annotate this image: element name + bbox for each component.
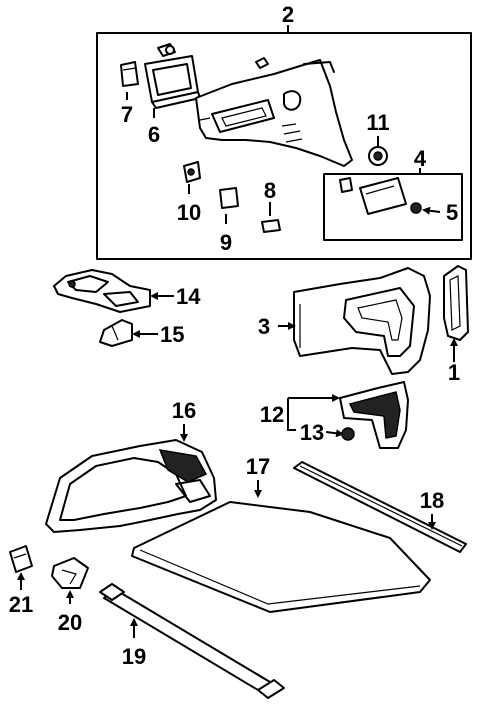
leader-arrows — [17, 206, 458, 636]
part-7-clip — [120, 61, 139, 100]
group-box-2 — [96, 25, 472, 260]
part-14-tray — [53, 269, 151, 313]
part-15-bracket — [99, 319, 133, 347]
part-11-knob — [368, 136, 388, 166]
callout-1: 1 — [448, 360, 460, 385]
part-1-pillar-trim — [443, 265, 469, 341]
callout-15: 15 — [160, 322, 184, 347]
part-16-wheelhouse-trim — [45, 424, 217, 533]
callout-11: 11 — [366, 110, 389, 135]
part-3-side-panel — [293, 267, 431, 375]
callout-8: 8 — [264, 178, 276, 203]
callout-14: 14 — [176, 284, 201, 309]
callout-2: 2 — [282, 2, 294, 27]
part-10-clip — [183, 161, 201, 194]
part-12-lower-trim — [287, 381, 409, 449]
part-9-block — [219, 187, 239, 224]
callout-12: 12 — [260, 402, 284, 427]
screw-top-center — [255, 57, 269, 69]
callout-3: 3 — [258, 314, 270, 339]
part-4-subgroup — [323, 168, 463, 241]
callout-4: 4 — [414, 146, 427, 171]
callout-10: 10 — [177, 200, 201, 225]
callout-20: 20 — [58, 610, 82, 635]
callout-13: 13 — [300, 420, 324, 445]
callout-19: 19 — [122, 644, 146, 669]
callout-9: 9 — [220, 230, 232, 255]
callout-21: 21 — [9, 592, 33, 617]
quarter-trim-panel — [195, 59, 353, 167]
part-20-cap — [51, 557, 89, 604]
part-6-bracket — [144, 43, 201, 118]
callout-16: 16 — [172, 398, 196, 423]
callout-5: 5 — [446, 200, 458, 225]
screw-top-left — [165, 45, 175, 55]
callout-6: 6 — [148, 122, 160, 147]
callout-18: 18 — [420, 488, 444, 513]
part-13-fastener — [341, 427, 355, 441]
part-19-cargo-cover — [99, 583, 285, 699]
part-8-plug — [261, 202, 281, 233]
part-17-floor-mat — [131, 480, 431, 613]
callout-17: 17 — [246, 454, 270, 479]
callout-labels: 2 7 6 11 4 8 10 5 9 14 15 3 1 12 13 16 1… — [9, 2, 460, 669]
callout-7: 7 — [121, 102, 133, 127]
